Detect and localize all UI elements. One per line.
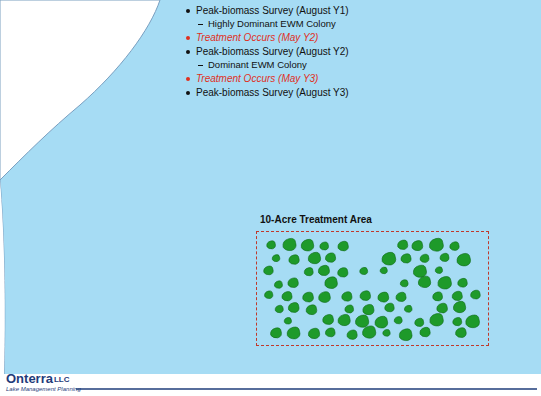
bullet-dot — [186, 91, 190, 95]
ewm-plant — [289, 255, 299, 265]
logo-name: Onterra — [6, 371, 53, 386]
ewm-plant — [404, 305, 412, 312]
ewm-plant — [433, 292, 443, 301]
ewm-plant — [400, 280, 408, 287]
ewm-plant — [418, 276, 430, 287]
treatment-note: Treatment Occurs (May Y2) — [196, 32, 318, 44]
ewm-plant — [303, 292, 314, 302]
ewm-plant — [308, 328, 319, 338]
ewm-plant — [378, 292, 389, 302]
ewm-plant — [288, 303, 299, 313]
ewm-plant — [275, 305, 283, 312]
logo-tagline: Lake Management Planning — [6, 386, 81, 393]
ewm-plant — [453, 301, 465, 312]
ewm-plant — [363, 304, 374, 314]
bullet-dot — [186, 50, 190, 54]
ewm-plant — [319, 292, 331, 303]
ewm-plant — [264, 266, 274, 275]
ewm-plant — [356, 315, 369, 327]
ewm-plant — [437, 303, 448, 313]
ewm-plant — [382, 252, 396, 265]
ewm-plant — [360, 267, 368, 274]
ewm-plant — [412, 241, 423, 251]
survey-note: Dominant EWM Colony — [208, 59, 307, 71]
ewm-plant — [471, 290, 481, 299]
land — [0, 180, 5, 374]
ewm-plant — [466, 315, 480, 328]
shoreline — [0, 0, 160, 180]
ewm-plant — [398, 240, 408, 249]
ewm-plant — [396, 292, 406, 301]
ewm-plant — [323, 314, 334, 324]
ewm-plant — [338, 268, 348, 277]
water — [0, 0, 541, 374]
bullet-dot — [186, 77, 190, 81]
ewm-plant — [430, 313, 443, 325]
ewm-plant — [325, 253, 335, 262]
ewm-colony — [264, 238, 481, 340]
ewm-plant — [284, 317, 291, 324]
ewm-plant — [325, 328, 335, 337]
ewm-plant — [385, 303, 394, 312]
dashed-boundary — [256, 231, 489, 346]
ewm-plant — [399, 329, 412, 341]
ewm-plant — [282, 292, 292, 301]
ewm-plant — [345, 305, 354, 313]
survey-note: Peak-biomass Survey (August Y1) — [196, 5, 349, 17]
ewm-plant — [287, 327, 300, 339]
ewm-plant — [265, 291, 273, 299]
ewm-plant — [420, 254, 429, 262]
treatment-area: 10-Acre Treatment Area — [256, 214, 489, 346]
area-label: 10-Acre Treatment Area — [256, 214, 489, 225]
ewm-plant — [456, 328, 467, 338]
ewm-plant — [440, 253, 449, 261]
ewm-plant — [347, 330, 357, 339]
ewm-plant — [308, 252, 320, 263]
ewm-plant — [272, 255, 280, 262]
ewm-plant — [380, 267, 387, 274]
ewm-plant — [452, 291, 462, 300]
ewm-plant — [429, 238, 443, 251]
ewm-plant — [318, 265, 329, 275]
ewm-plant — [306, 305, 317, 315]
survey-note: Peak-biomass Survey (August Y2) — [196, 46, 349, 58]
ewm-plant — [304, 268, 313, 276]
ewm-plant — [401, 254, 411, 263]
ewm-plant — [450, 242, 459, 251]
ewm-plant — [363, 326, 376, 338]
treatment-note: Treatment Occurs (May Y3) — [196, 73, 318, 85]
ewm-plant — [420, 327, 430, 336]
ewm-plant — [415, 318, 424, 326]
ewm-plant — [435, 267, 442, 274]
ewm-plant — [360, 291, 371, 301]
ewm-plant — [320, 242, 329, 250]
ewm-plant — [274, 281, 282, 288]
ewm-plant — [338, 314, 350, 325]
ewm-plant — [457, 253, 471, 266]
survey-note: Highly Dominant EWM Colony — [208, 18, 336, 30]
ewm-plant — [342, 292, 352, 301]
ewm-plant — [375, 316, 388, 328]
bullet-dash — [198, 65, 203, 66]
bullet-dash — [198, 24, 203, 25]
ewm-plant — [271, 328, 282, 338]
ewm-plant — [394, 317, 402, 324]
ewm-plant — [338, 241, 348, 251]
logo-suffix: LLC — [54, 375, 70, 384]
bullet-dot — [186, 9, 190, 13]
ewm-plant — [288, 278, 298, 288]
ewm-plant — [438, 276, 452, 289]
ewm-plant — [383, 329, 390, 336]
ewm-plant — [301, 239, 314, 251]
ewm-plant — [413, 265, 426, 277]
ewm-plant — [283, 238, 296, 250]
bullet-dot — [186, 36, 190, 40]
ewm-plant — [453, 317, 462, 325]
ewm-plant — [458, 278, 468, 287]
ewm-plant — [267, 241, 276, 249]
footer-rule — [76, 388, 537, 390]
survey-note: Peak-biomass Survey (August Y3) — [196, 87, 349, 99]
shoreline — [0, 180, 5, 374]
ewm-plant — [325, 277, 338, 289]
